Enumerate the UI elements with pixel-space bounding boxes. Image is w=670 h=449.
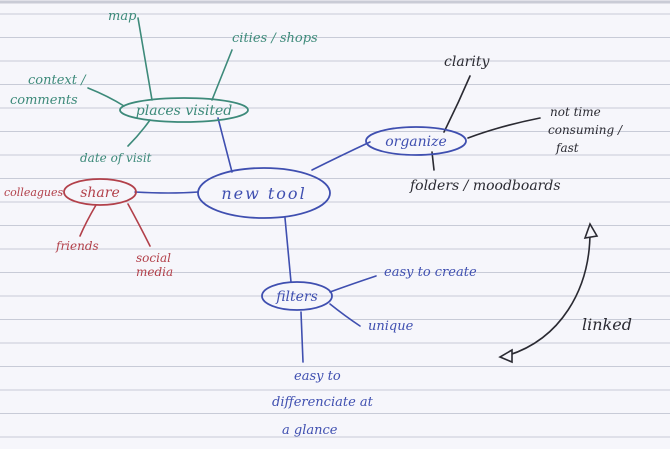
connector-center-share xyxy=(134,191,199,194)
label-social: social xyxy=(136,251,171,265)
label-easy-to-create: easy to create xyxy=(384,265,477,280)
connector-cities xyxy=(211,49,233,101)
filters-node: filters xyxy=(275,289,318,305)
label-colleagues: colleagues xyxy=(4,186,64,199)
connector-center-filters xyxy=(284,217,292,283)
places-visited-node: places visited xyxy=(136,103,233,119)
label-friends: friends xyxy=(55,239,99,253)
organize-node: organize xyxy=(385,134,447,150)
label-context: context / xyxy=(28,73,87,88)
label-date-of-visit: date of visit xyxy=(80,151,152,165)
organize-node-outline xyxy=(365,126,467,156)
connector-map xyxy=(137,17,153,101)
label-a-glance: a glance xyxy=(282,423,338,438)
label-consuming: consuming / xyxy=(548,123,624,137)
connector-social-media xyxy=(127,203,151,247)
label-differenciate-at: differenciate at xyxy=(272,395,374,410)
linked-arrow-curve xyxy=(505,231,591,357)
connector-center-organize xyxy=(311,141,371,171)
label-cities-shops: cities / shops xyxy=(232,31,318,46)
linked-arrow-head-bottom xyxy=(498,348,513,364)
connector-not-time xyxy=(467,117,541,139)
connector-center-places xyxy=(217,117,233,173)
label-media: media xyxy=(136,265,173,279)
connector-clarity xyxy=(443,75,471,133)
label-map: map xyxy=(108,9,137,24)
connector-friends xyxy=(79,204,97,237)
connector-date-of-visit xyxy=(127,119,151,147)
connector-easy-create xyxy=(329,275,377,293)
label-folders-moodboards: folders / moodboards xyxy=(409,178,561,194)
connector-easy-differentiate xyxy=(300,311,304,363)
share-node: share xyxy=(80,185,120,201)
places-visited-node-outline xyxy=(119,97,249,123)
share-node-outline xyxy=(63,178,137,206)
label-clarity: clarity xyxy=(444,54,490,70)
label-fast: fast xyxy=(555,141,579,155)
label-linked: linked xyxy=(582,315,632,334)
connector-context xyxy=(87,87,125,107)
paper-rules xyxy=(0,13,670,438)
linked-arrow-head-top xyxy=(583,222,599,240)
connector-unique xyxy=(329,303,361,327)
label-not-time: not time xyxy=(550,105,601,119)
label-comments: comments xyxy=(10,93,78,108)
label-easy-to: easy to xyxy=(294,369,341,384)
linked-arrow xyxy=(498,222,599,364)
filters-node-outline xyxy=(261,281,333,311)
center-node-outline xyxy=(197,167,331,219)
center-node: new tool xyxy=(221,184,306,203)
label-unique: unique xyxy=(368,319,414,334)
